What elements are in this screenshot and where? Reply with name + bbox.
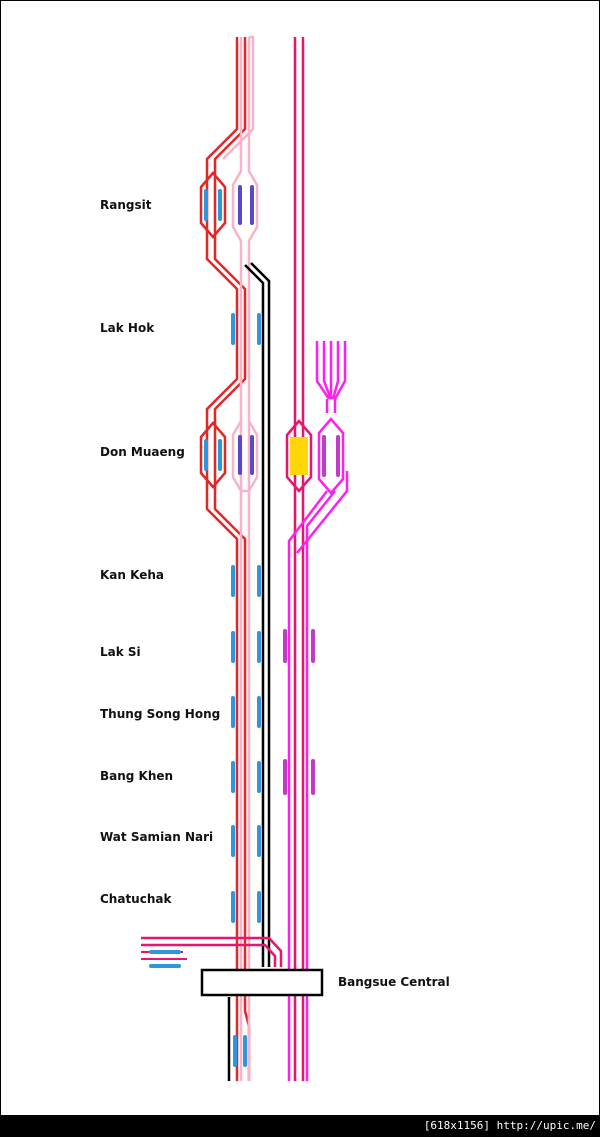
magenta-throat [325, 399, 337, 413]
station-label-lak-si: Lak Si [100, 645, 141, 659]
red-track-left [205, 37, 239, 1081]
magenta-track-left [287, 490, 328, 1081]
magenta-track-middle [296, 471, 349, 554]
magenta-siding-donmuaeng [317, 417, 345, 495]
platforms [149, 185, 340, 1067]
station-label-lak-hok: Lak Hok [100, 321, 155, 335]
crimson-branch-west-a [141, 936, 283, 967]
magenta-fan-2 [322, 341, 333, 400]
pink-track-right [247, 37, 259, 1081]
platform-ap-link [290, 437, 308, 475]
station-label-don-muaeng: Don Muaeng [100, 445, 185, 459]
station-label-bang-khen: Bang Khen [100, 769, 174, 783]
station-label-chatuchak: Chatuchak [100, 892, 172, 906]
platforms-watsamiannari [231, 825, 261, 857]
station-label-thung-song-hong: Thung Song Hong [100, 707, 221, 721]
magenta-line-tracks [287, 341, 349, 1081]
image-host-footer: [618x1156] http://upic.me/ [0, 1116, 600, 1137]
platforms-chatuchak [231, 891, 261, 923]
track-diagram [141, 35, 349, 1081]
magenta-track-right [305, 490, 336, 1081]
pink-siding-donmuaeng [231, 420, 259, 493]
crimson-branch-west-b [141, 943, 277, 967]
footer-text: [618x1156] http://upic.me/ [423, 1119, 596, 1132]
platforms-bangkhen [231, 759, 315, 795]
station-label-kan-keha: Kan Keha [100, 568, 164, 582]
red-line-tracks [199, 37, 251, 1081]
platforms-rangsit [204, 185, 254, 225]
magenta-fan-1 [315, 341, 331, 400]
station-label-wat-samian-nari: Wat Samian Nari [100, 830, 214, 844]
station-label-bangsue-central: Bangsue Central [338, 975, 450, 989]
pink-line-tracks [222, 35, 259, 1081]
black-track-a [244, 264, 265, 967]
black-line-tracks [227, 262, 271, 1081]
crimson-line-tracks [141, 37, 313, 1081]
platforms-thungsonghong [231, 696, 261, 728]
pink-to-red-left [222, 35, 255, 160]
platforms-lakhok [231, 313, 261, 345]
pink-track-left [231, 37, 243, 1081]
station-label-rangsit: Rangsit [100, 198, 152, 212]
platforms-laksi [231, 629, 315, 663]
magenta-fan-4 [331, 341, 340, 400]
platforms-kankeha [231, 565, 261, 597]
black-track-b [250, 262, 271, 967]
bangsue-central-box [200, 968, 324, 997]
red-siding-donmuaeng [199, 421, 227, 489]
platforms-donmuaeng [204, 435, 340, 477]
magenta-fan-5 [333, 341, 347, 400]
crimson-siding-donmuaeng [285, 419, 313, 493]
red-track-right [213, 37, 251, 1081]
red-siding-rangsit [199, 171, 227, 239]
